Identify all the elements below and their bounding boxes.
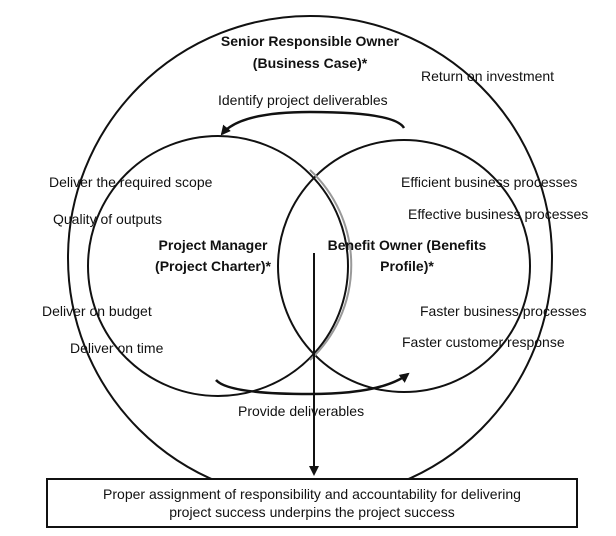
project-manager-circle — [87, 135, 349, 397]
pm-item-time: Deliver on time — [70, 340, 164, 356]
benefit-owner-circle — [277, 139, 531, 393]
benefit-owner-title-line2: Profile)* — [380, 258, 434, 274]
senior-owner-title-line2: (Business Case)* — [252, 55, 368, 71]
identify-arrow — [220, 110, 406, 136]
bo-item-effective: Effective business processes — [408, 206, 589, 222]
identify-deliverables-label: Identify project deliverables — [218, 92, 388, 108]
provide-arrow — [215, 372, 410, 396]
bo-item-faster-response: Faster customer response — [402, 334, 565, 350]
project-manager-title-line2: (Project Charter)* — [155, 258, 271, 274]
outcome-box: Proper assignment of responsibility and … — [46, 478, 578, 528]
pm-item-budget: Deliver on budget — [42, 303, 152, 319]
roi-label: Return on investment — [421, 68, 555, 84]
benefit-owner-title-line1: Benefit Owner (Benefits — [327, 237, 487, 253]
outcome-line1: Proper assignment of responsibility and … — [103, 486, 521, 502]
provide-deliverables-label: Provide deliverables — [238, 403, 365, 419]
outcome-line2: project success underpins the project su… — [169, 504, 455, 520]
bo-item-faster-processes: Faster business processes — [420, 303, 587, 319]
project-manager-title-line1: Project Manager — [158, 237, 268, 253]
overlap-arc — [309, 169, 353, 361]
bo-item-efficient: Efficient business processes — [401, 174, 578, 190]
pm-item-scope: Deliver the required scope — [49, 174, 213, 190]
pm-item-quality: Quality of outputs — [53, 211, 162, 227]
senior-owner-title-line1: Senior Responsible Owner — [220, 33, 400, 49]
